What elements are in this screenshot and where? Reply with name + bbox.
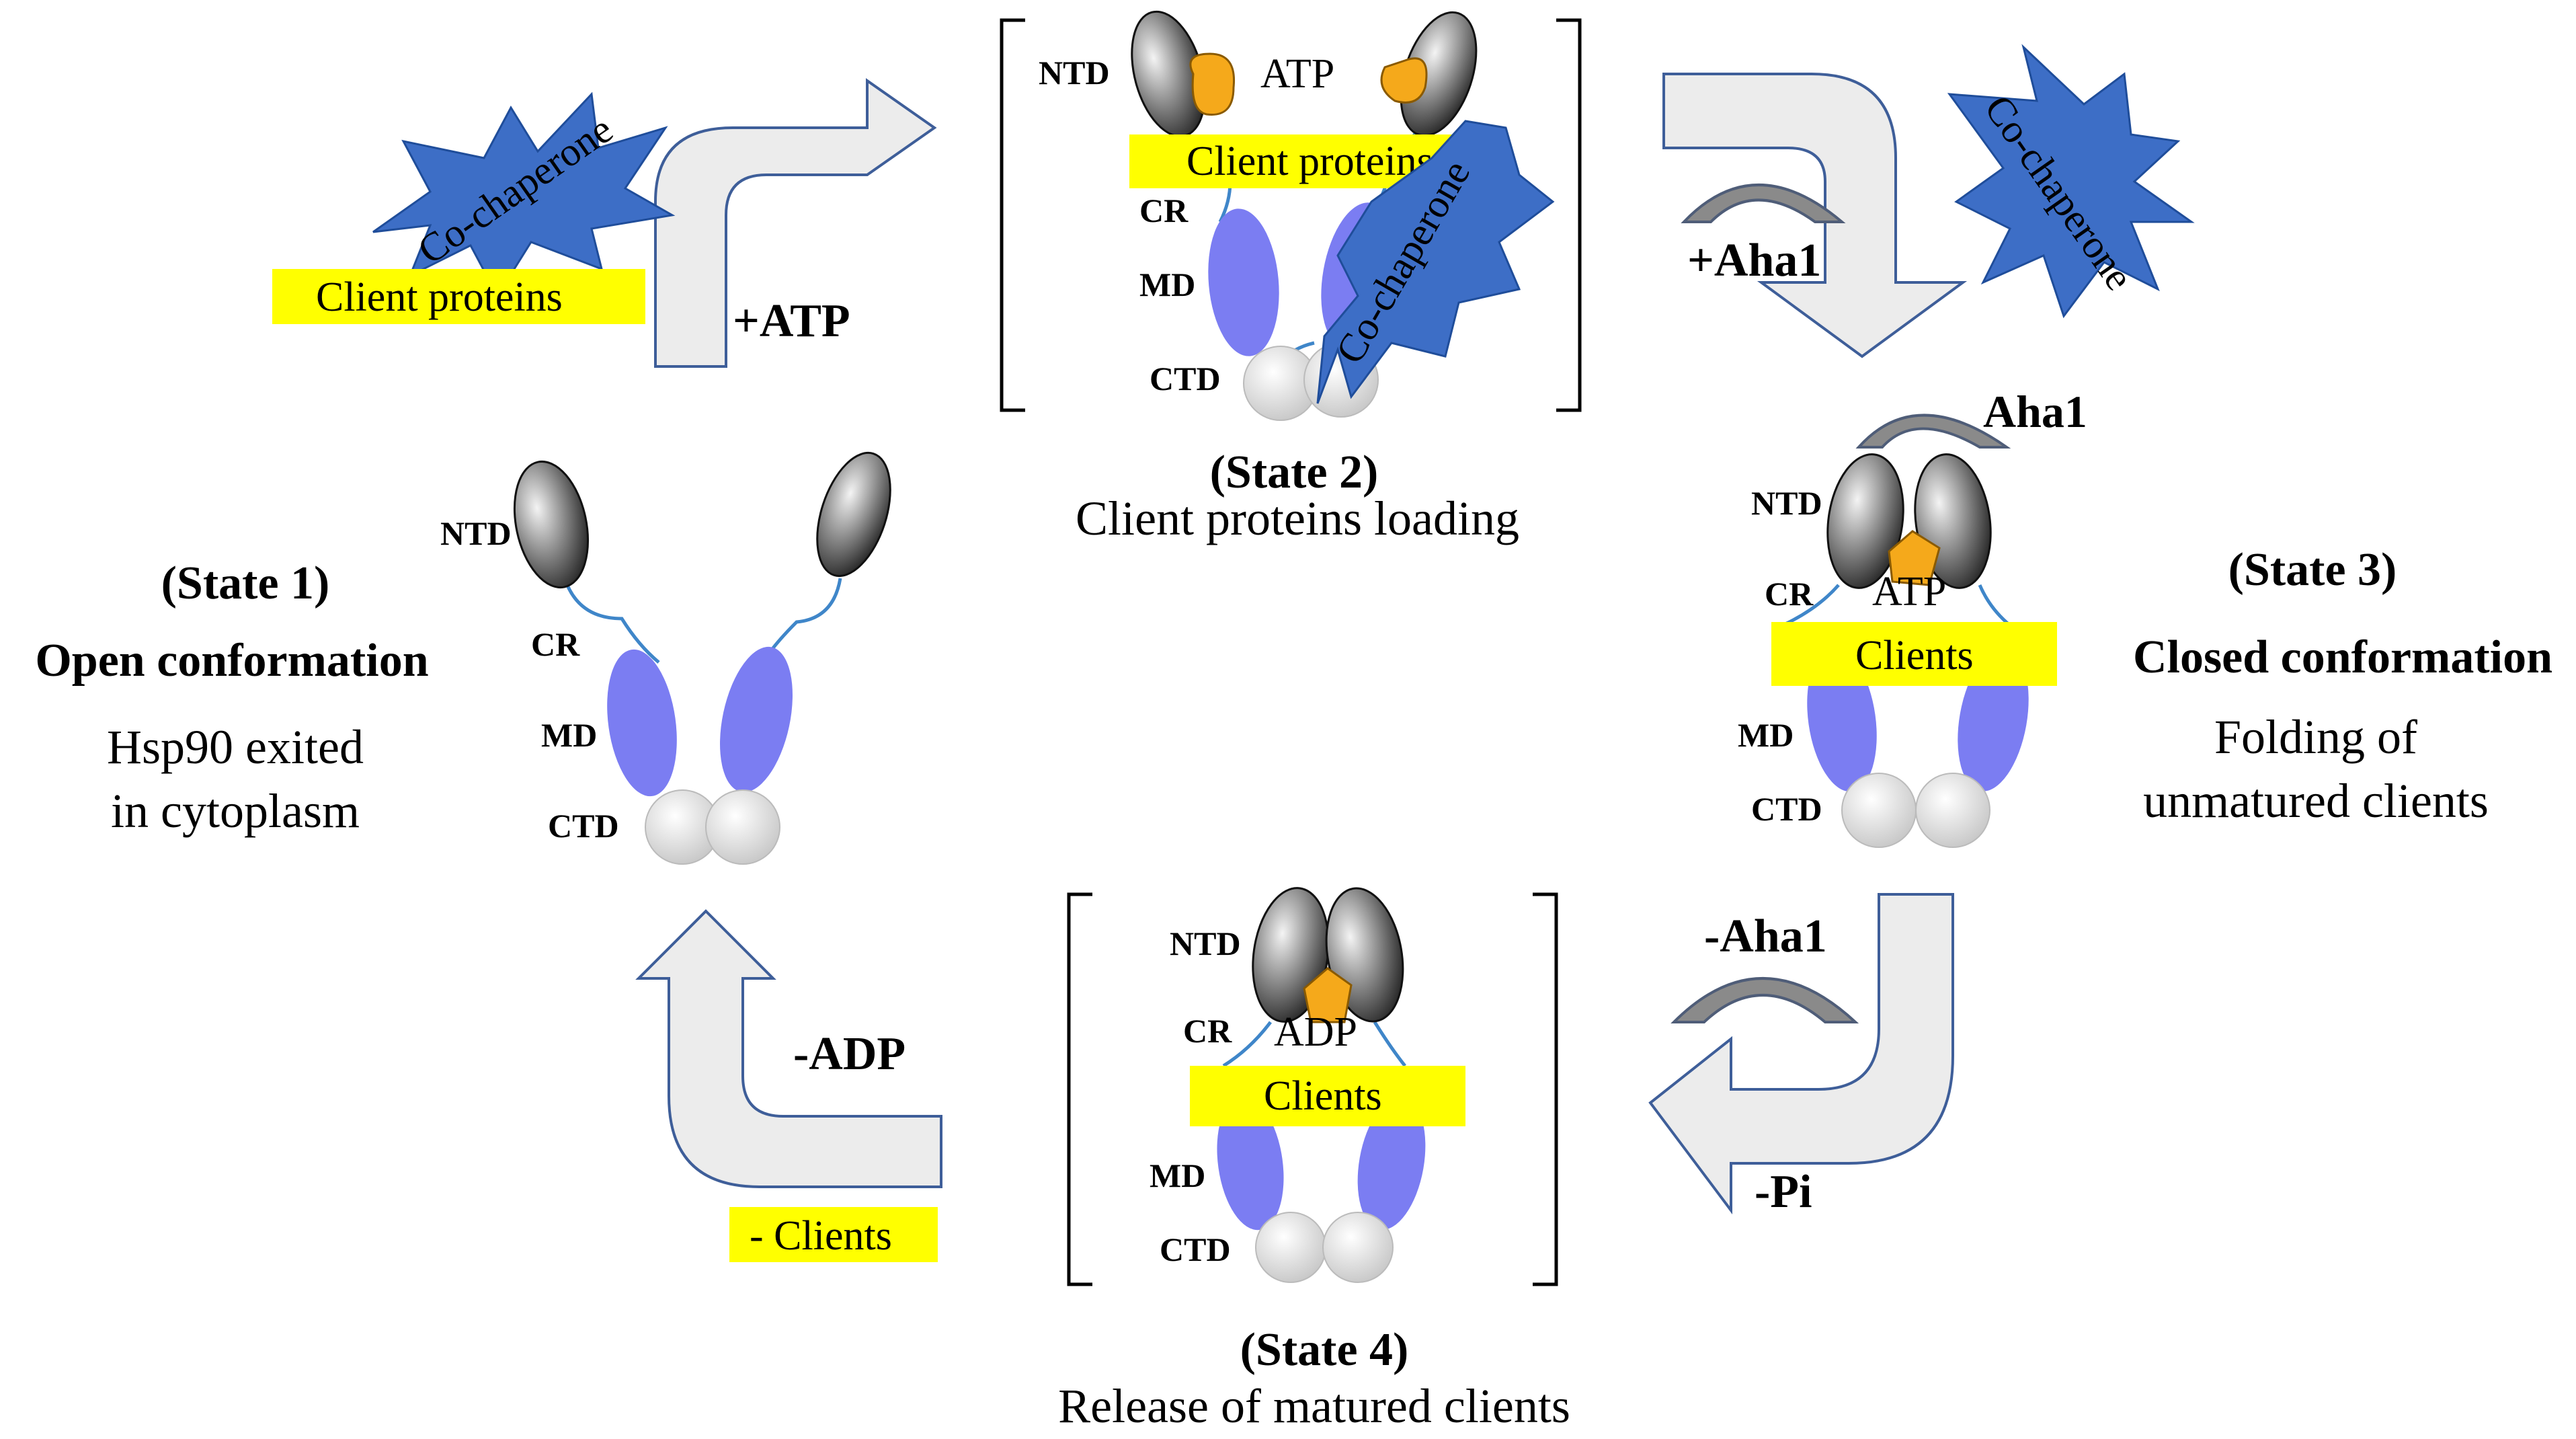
- minus-adp-label: -ADP: [793, 1028, 905, 1080]
- state2-atp-label: ATP: [1260, 51, 1334, 97]
- md-left: [1208, 208, 1279, 356]
- state3-heading: (State 3): [2228, 544, 2397, 596]
- state1-title: Open conformation: [35, 635, 428, 687]
- plus-aha1-label: +Aha1: [1687, 235, 1821, 286]
- state2-caption: (State 2) Client proteins loading: [1076, 446, 1519, 545]
- ctd-right: [1322, 1212, 1394, 1283]
- state1-cr-label: CR: [531, 625, 580, 663]
- aha1-cap-outgoing: [1671, 977, 1859, 1023]
- cochaperone-free-top-left: Co-chaperone: [372, 91, 676, 298]
- atp-left-blob: [1189, 52, 1236, 116]
- state1-heading: (State 1): [161, 557, 330, 609]
- state3-ctd-label: CTD: [1751, 790, 1822, 828]
- state4-ntd-label: NTD: [1170, 925, 1241, 962]
- plus-atp-label: +ATP: [733, 295, 850, 347]
- state3-title: Closed conformation: [2133, 631, 2552, 683]
- state1-desc-line1: Hsp90 exited: [107, 720, 364, 774]
- state2-ntd-label: NTD: [1039, 54, 1110, 91]
- ctd-right: [1915, 773, 1990, 848]
- state3-ntd-label: NTD: [1751, 484, 1822, 522]
- md-left: [1217, 1096, 1284, 1231]
- minus-clients-tag: - Clients: [729, 1207, 938, 1262]
- state2-hsp90: ATP Client proteins Co-chaperone NTD CR …: [1039, 10, 1555, 421]
- state2-heading: (State 2): [1210, 446, 1379, 498]
- state3-client: Clients: [1771, 622, 2057, 686]
- md-right: [720, 646, 793, 793]
- minus-clients-label: - Clients: [750, 1213, 892, 1259]
- state1-md-label: MD: [541, 716, 597, 754]
- state3-client-label: Clients: [1855, 633, 1974, 678]
- minus-aha1-label: -Aha1: [1704, 910, 1827, 962]
- cochaperone-free-top-right: Co-chaperone: [1947, 44, 2195, 319]
- state1-ctd-label: CTD: [548, 807, 619, 845]
- arrow-state3-to-state4: [1648, 893, 1954, 1214]
- state4-md-label: MD: [1150, 1157, 1205, 1194]
- state3-desc-line1: Folding of: [2214, 710, 2417, 764]
- state1-hsp90: NTD CR MD CTD: [440, 451, 891, 865]
- atp-right-blob: [1380, 57, 1428, 104]
- md-right: [1357, 1097, 1426, 1230]
- state4-desc: Release of matured clients: [1058, 1379, 1570, 1433]
- state4-heading: (State 4): [1240, 1324, 1409, 1376]
- md-left: [607, 649, 677, 797]
- ctd-left: [1841, 773, 1917, 848]
- state3-md-label: MD: [1738, 716, 1794, 754]
- state4-client: Clients: [1190, 1066, 1465, 1126]
- ctd-right: [705, 789, 780, 865]
- state2-client-label: Client proteins: [1186, 139, 1433, 184]
- state4-bracket: [1067, 892, 1558, 1286]
- state3-cr-label: CR: [1765, 575, 1814, 613]
- ntd-right: [816, 451, 891, 578]
- state2-desc: Client proteins loading: [1076, 492, 1519, 545]
- ntd-left: [513, 460, 590, 589]
- state1-desc-line2: in cytoplasm: [111, 784, 360, 838]
- atp-blob: [1888, 530, 1941, 586]
- arrow-state1-to-state2: [654, 78, 937, 368]
- state2-bracket: [1000, 18, 1582, 412]
- state2-cr-label: CR: [1139, 192, 1189, 229]
- aha1-cap-incoming: [1681, 184, 1846, 223]
- state3-desc-line2: unmatured clients: [2143, 774, 2489, 828]
- state2-ctd-label: CTD: [1150, 360, 1221, 397]
- arrow-state4-to-state1: [635, 909, 942, 1188]
- aha1-bound: [1855, 414, 2011, 449]
- client-proteins-free: Client proteins: [272, 269, 645, 324]
- state4-cr-label: CR: [1183, 1012, 1232, 1050]
- state3-caption: (State 3) Closed conformation Folding of…: [2133, 544, 2552, 828]
- state4-adp-label: ADP: [1274, 1009, 1357, 1055]
- adp-blob: [1303, 967, 1353, 1023]
- state3-hsp90: ATP Clients Aha1 NTD CR MD CTD: [1738, 386, 2087, 848]
- state1-ntd-label: NTD: [440, 514, 512, 552]
- state4-client-label: Clients: [1264, 1073, 1382, 1119]
- arrow-state2-to-state3: [1662, 73, 1968, 358]
- state4-caption: (State 4) Release of matured clients: [1058, 1324, 1570, 1433]
- ntd-left: [1826, 453, 1904, 589]
- state1-caption: (State 1) Open conformation Hsp90 exited…: [35, 557, 428, 838]
- state3-atp-label: ATP: [1872, 569, 1946, 615]
- state2-md-label: MD: [1139, 266, 1195, 303]
- state4-hsp90: ADP Clients NTD CR MD CTD: [1150, 887, 1465, 1283]
- client-proteins-free-label: Client proteins: [316, 274, 563, 320]
- state3-aha1-label: Aha1: [1983, 386, 2087, 437]
- ctd-left: [1255, 1212, 1326, 1283]
- state4-ctd-label: CTD: [1160, 1231, 1231, 1268]
- minus-pi-label: -Pi: [1755, 1166, 1812, 1218]
